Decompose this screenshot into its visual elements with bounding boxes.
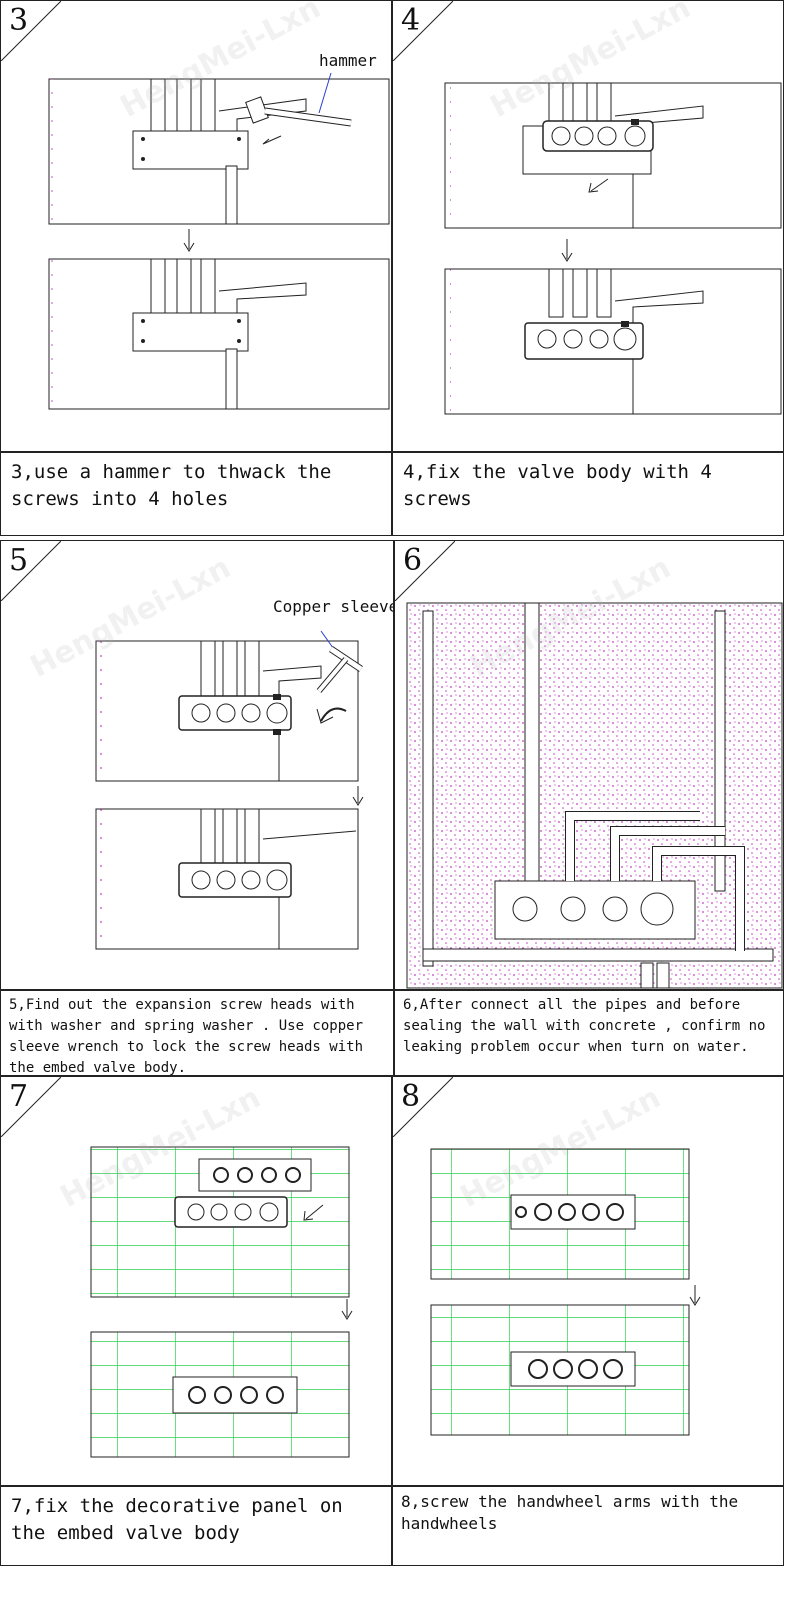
- step-number: 5: [9, 543, 29, 578]
- step-4-caption: 4,fix the valve body with 4 screws: [392, 452, 784, 536]
- copper-sleeve-label: Copper sleeve: [273, 597, 394, 616]
- step-4-panel: 4: [392, 0, 784, 452]
- step-5-panel: 5 Copper sleeve: [0, 540, 394, 990]
- step-5-illustration: [95, 630, 364, 950]
- step-3-panel: 3 hammer: [0, 0, 392, 452]
- corner-mark: [393, 1, 453, 61]
- step-7-caption: 7,fix the decorative panel on the embed …: [0, 1486, 392, 1566]
- step-6-caption: 6,After connect all the pipes and before…: [394, 990, 784, 1076]
- corner-mark: [1, 1, 61, 61]
- step-3-caption: 3,use a hammer to thwack the screws into…: [0, 452, 392, 536]
- step-5-caption: 5,Find out the expansion screw heads wit…: [0, 990, 394, 1076]
- step-number: 6: [403, 543, 423, 578]
- step-6-illustration: [406, 602, 783, 989]
- corner-mark: [395, 541, 455, 601]
- corner-mark: [393, 1077, 453, 1137]
- step-7-illustration: [90, 1146, 353, 1458]
- step-3-illustration: [48, 72, 390, 410]
- step-number: 4: [401, 3, 421, 38]
- step-number: 3: [9, 3, 29, 38]
- step-6-panel: 6: [394, 540, 784, 990]
- step-7-panel: 7: [0, 1076, 392, 1486]
- step-4-illustration: [444, 82, 782, 415]
- step-8-panel: 8: [392, 1076, 784, 1486]
- corner-mark: [1, 1077, 61, 1137]
- step-8-caption: 8,screw the handwheel arms with the hand…: [392, 1486, 784, 1566]
- step-8-illustration: [430, 1148, 701, 1436]
- step-number: 8: [401, 1079, 421, 1114]
- step-number: 7: [9, 1079, 29, 1114]
- corner-mark: [1, 541, 61, 601]
- hammer-label: hammer: [319, 51, 377, 70]
